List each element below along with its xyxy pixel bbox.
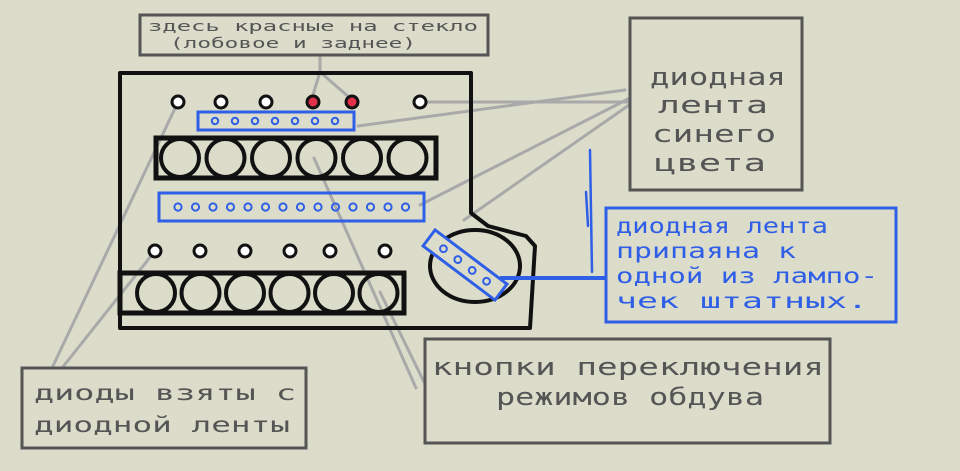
note-blue-strip-line-4: цвета xyxy=(654,149,766,177)
mode-button xyxy=(179,272,222,314)
note-red-diodes-box xyxy=(138,13,490,57)
leader-strip-note-to-diag-strip xyxy=(462,101,634,222)
knob-assembly xyxy=(420,227,522,304)
led xyxy=(330,202,341,212)
led xyxy=(210,116,220,126)
indicator-dot-white xyxy=(282,243,298,259)
leader-diodes-to-mid-dot xyxy=(60,249,157,370)
note-soldered: диодная лента припаяна к одной из лампо-… xyxy=(604,206,898,324)
note-diodes-line-2: диодной ленты xyxy=(34,413,290,437)
led xyxy=(310,116,320,126)
leader-strip-note-to-top-strip xyxy=(356,88,627,128)
console-outline xyxy=(118,71,537,330)
indicator-dot-white xyxy=(192,243,208,259)
mode-button xyxy=(224,272,266,314)
note-red-diodes-line-1: здесь красные на стекло xyxy=(148,19,478,35)
led xyxy=(278,202,288,212)
note-diodes: диоды взяты с диодной ленты xyxy=(20,366,308,450)
console-panel xyxy=(118,71,537,330)
led-strip-middle-frame xyxy=(157,191,426,223)
led xyxy=(295,202,306,212)
led xyxy=(482,276,491,286)
note-buttons-line-1: кнопки переключения xyxy=(432,353,824,381)
note-blue-strip: диодная лента синего цвета xyxy=(628,16,804,192)
led xyxy=(243,202,253,212)
leader-buttons-to-bottom-row xyxy=(378,290,426,384)
led xyxy=(365,202,376,212)
indicator-dot-white xyxy=(170,94,186,110)
note-buttons-box xyxy=(423,337,832,445)
led xyxy=(290,116,300,126)
led-strip-diagonal-frame xyxy=(420,227,510,303)
led xyxy=(439,244,448,254)
mode-button xyxy=(159,137,201,179)
note-blue-strip-line-3: синего xyxy=(652,120,776,148)
led xyxy=(225,202,236,212)
led xyxy=(383,202,393,212)
button-row-top-frame xyxy=(153,135,439,181)
led xyxy=(330,116,340,126)
indicator-row-middle xyxy=(147,243,393,259)
note-blue-strip-box xyxy=(628,16,804,192)
note-blue-strip-line-2: лента xyxy=(658,91,768,119)
led-strip-diagonal-leds xyxy=(439,244,491,286)
mode-button xyxy=(357,272,400,314)
indicator-dot-white xyxy=(147,243,163,259)
button-row-top xyxy=(153,135,439,181)
led-strip-top-frame xyxy=(196,110,356,132)
led xyxy=(348,202,358,212)
mode-button xyxy=(386,137,429,179)
led xyxy=(250,116,260,126)
note-diodes-line-1: диоды взяты с xyxy=(34,381,296,405)
leader-strip-note-to-mid-strip xyxy=(418,95,634,207)
led xyxy=(400,202,411,212)
led xyxy=(453,255,463,264)
mode-button xyxy=(250,137,292,179)
note-buttons: кнопки переключения режимов обдува xyxy=(423,337,832,445)
note-soldered-box xyxy=(604,206,898,324)
note-blue-strip-line-1: диодная xyxy=(650,63,786,91)
mode-button xyxy=(268,272,311,314)
led xyxy=(260,202,271,212)
button-row-bottom xyxy=(117,270,407,316)
indicator-dot-white xyxy=(377,243,393,259)
knob xyxy=(428,228,522,304)
led xyxy=(313,202,323,212)
button-row-bottom-frame xyxy=(117,270,407,316)
led xyxy=(270,116,280,126)
led-strip-top-leds xyxy=(210,116,340,126)
indicator-dot-white xyxy=(322,243,338,259)
note-soldered-line-2: припаяна к xyxy=(616,239,796,263)
led xyxy=(190,202,201,212)
indicator-dot-white xyxy=(237,243,253,259)
led xyxy=(230,116,240,126)
blue-pen-stroke xyxy=(584,148,594,274)
note-red-diodes-line-2: (лобовое и заднее) xyxy=(170,36,416,52)
indicator-dot-red xyxy=(305,94,321,110)
note-red-diodes: здесь красные на стекло (лобовое и задне… xyxy=(138,13,490,57)
mode-button xyxy=(135,272,177,314)
indicator-dot-white xyxy=(213,94,229,110)
mode-button xyxy=(341,137,383,179)
led-strip-middle-leds xyxy=(173,202,411,212)
note-soldered-line-3: одной из лампо- xyxy=(616,264,878,288)
mode-button xyxy=(313,272,355,314)
leader-top-note-to-red-2 xyxy=(318,70,352,100)
led xyxy=(173,202,183,212)
indicator-dot-red xyxy=(344,94,360,110)
note-diodes-box xyxy=(20,366,308,450)
mode-button xyxy=(295,137,338,179)
led-strip-middle xyxy=(157,191,426,223)
indicator-row-top xyxy=(170,94,428,110)
mode-button xyxy=(204,137,247,179)
note-buttons-line-2: режимов обдува xyxy=(496,383,764,411)
indicator-dot-white xyxy=(412,94,428,110)
note-soldered-line-1: диодная лента xyxy=(616,214,828,238)
led xyxy=(467,266,477,275)
note-soldered-line-4: чек штатных. xyxy=(616,289,868,313)
indicator-dot-white xyxy=(258,94,274,110)
led-strip-top xyxy=(196,110,356,132)
led xyxy=(208,202,218,212)
